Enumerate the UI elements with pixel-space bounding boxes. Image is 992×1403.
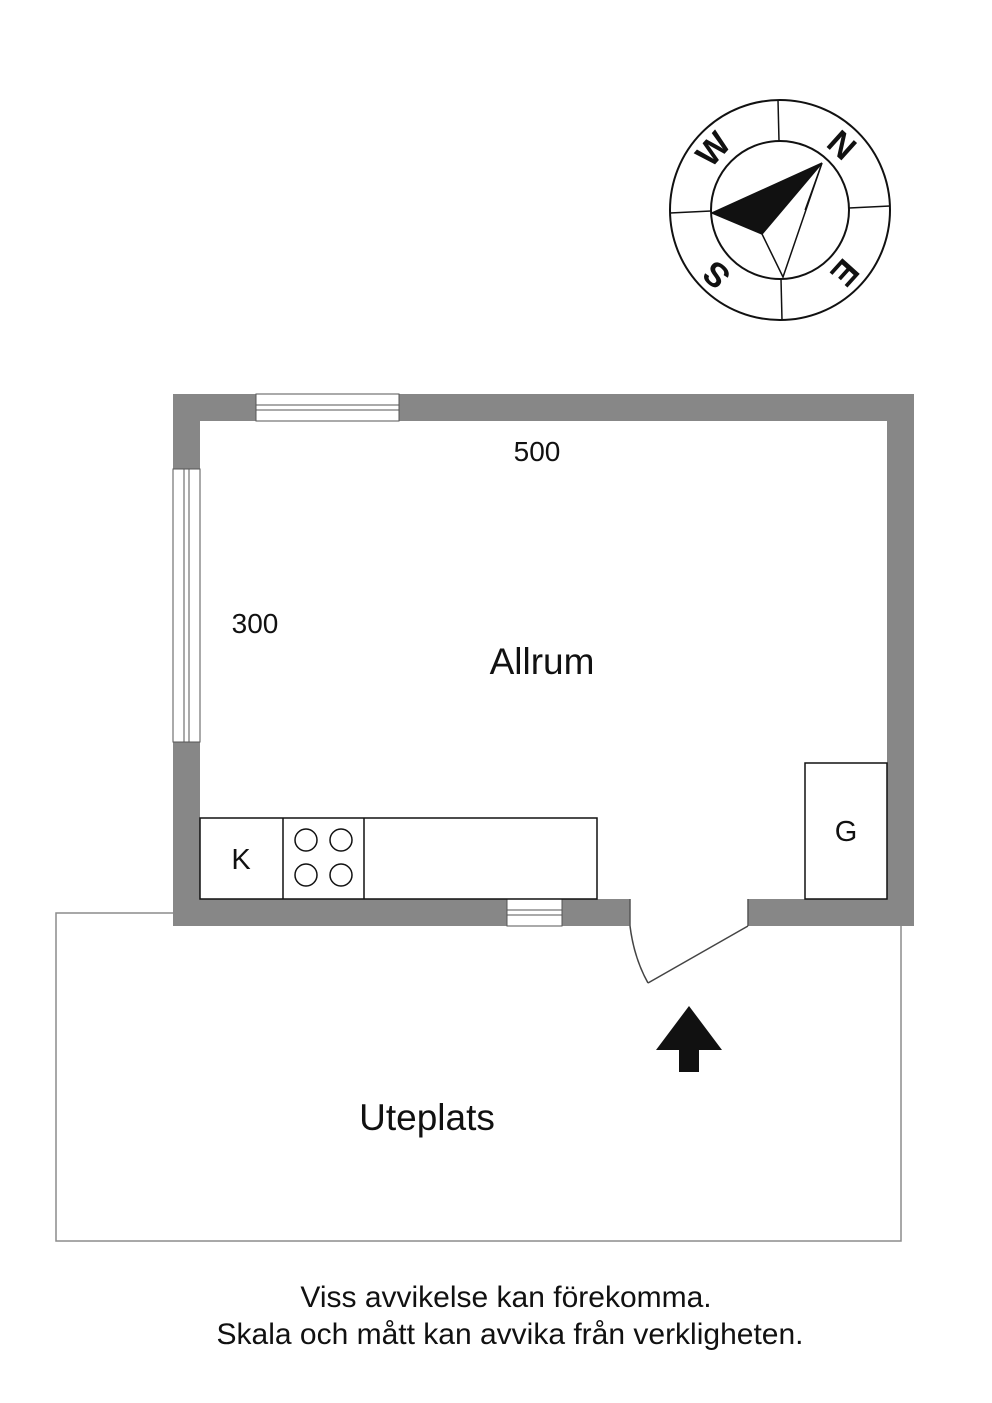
room-label-uteplats: Uteplats	[359, 1097, 495, 1138]
kitchen-label: K	[231, 844, 251, 876]
compass-west-label: W	[689, 124, 739, 174]
wardrobe-box	[804, 762, 888, 900]
patio-outline	[55, 912, 902, 1242]
wardrobe-label: G	[835, 816, 858, 848]
wall-right	[887, 394, 914, 926]
stove-burners	[294, 828, 353, 887]
compass-rose	[669, 99, 891, 321]
compass-ticks	[669, 99, 891, 321]
dimension-depth: 300	[232, 608, 279, 639]
compass-inner-ring	[710, 140, 850, 280]
window-bottom	[506, 898, 563, 927]
wall-bottom-right	[748, 899, 914, 926]
dimension-width: 500	[514, 436, 561, 467]
window-left	[172, 468, 201, 743]
door	[629, 899, 749, 984]
window-top	[255, 393, 400, 422]
compass-outer-ring	[669, 99, 891, 321]
room-label-allrum: Allrum	[490, 641, 595, 682]
entrance-arrow-icon	[656, 1006, 722, 1072]
disclaimer-line-1: Viss avvikelse kan förekomma.	[300, 1281, 712, 1314]
compass-needle-light	[761, 162, 823, 279]
kitchen-counter	[199, 817, 598, 900]
disclaimer-line-2: Skala och mått kan avvika från verklighe…	[216, 1318, 804, 1351]
